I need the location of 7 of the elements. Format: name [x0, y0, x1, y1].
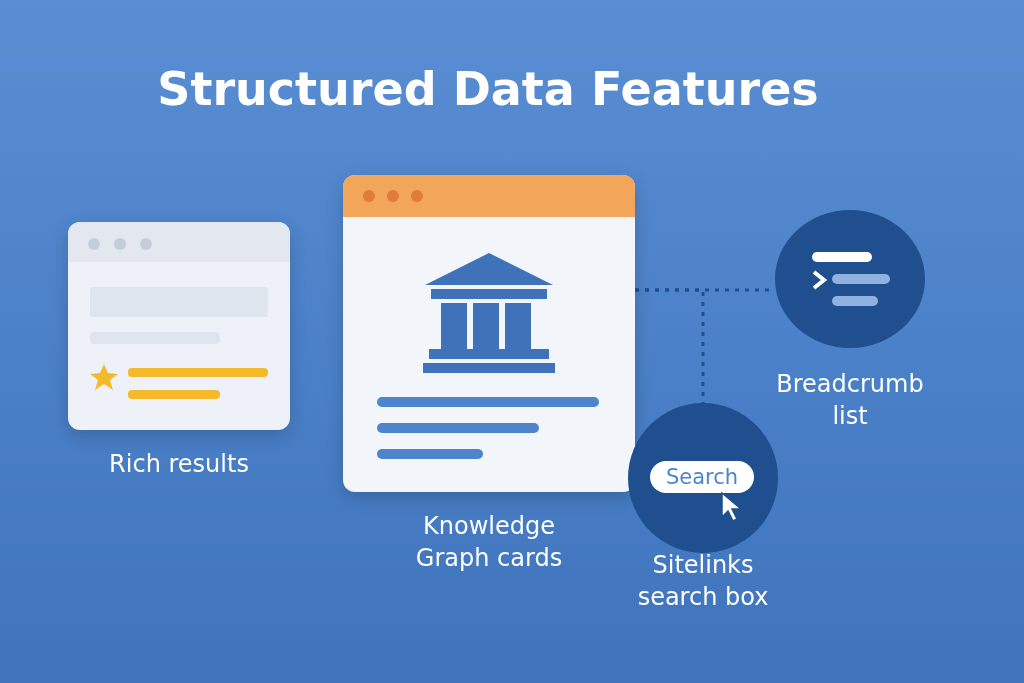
search-field: Search — [650, 461, 754, 493]
connector-line — [635, 288, 705, 403]
node-label: Sitelinks search box — [636, 550, 770, 613]
node-label: Breadcrumb list — [775, 369, 925, 432]
node-label: Knowledge Graph cards — [414, 511, 564, 574]
node-label: Rich results — [108, 449, 250, 480]
title: Structured Data Features — [156, 62, 820, 116]
